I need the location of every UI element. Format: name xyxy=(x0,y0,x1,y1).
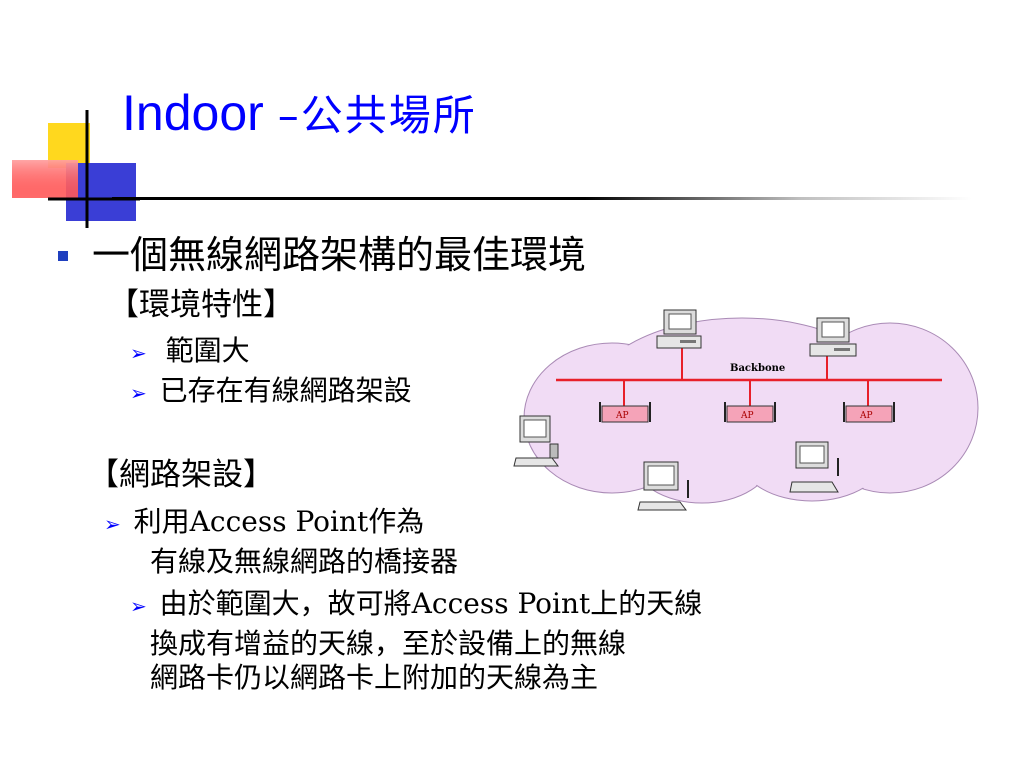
ap-label: AP xyxy=(859,411,873,421)
desktop-computer-icon xyxy=(656,309,702,349)
laptop-computer-icon xyxy=(789,441,839,493)
list-item: ➢ 範圍大 xyxy=(130,334,250,367)
network-diagram: Backbone AP AP AP xyxy=(513,309,979,511)
section-heading-environment: 【環境特性】 xyxy=(108,287,294,323)
laptop-computer-icon xyxy=(637,461,689,511)
arrow-bullet-icon: ➢ xyxy=(130,594,147,618)
backbone-label: Backbone xyxy=(730,363,785,374)
arrow-bullet-icon: ➢ xyxy=(130,381,147,405)
ap-label: AP xyxy=(740,411,754,421)
arrow-bullet-icon: ➢ xyxy=(130,341,147,365)
section-heading-setup: 【網路架設】 xyxy=(88,457,274,493)
bullet-main: 一個無線網路架構的最佳環境 xyxy=(92,233,587,277)
access-point-icon: AP xyxy=(599,402,651,423)
page-title: Indoor –公共場所 xyxy=(122,88,477,138)
access-point-icon: AP xyxy=(724,402,776,423)
ap-label: AP xyxy=(615,411,629,421)
title-english: Indoor xyxy=(122,85,264,141)
title-divider xyxy=(112,197,972,200)
title-chinese: –公共場所 xyxy=(277,91,477,140)
laptop-computer-icon xyxy=(513,415,559,467)
list-item-continuation: 有線及無線網路的橋接器 xyxy=(150,545,459,578)
list-item: ➢ 利用Access Point作為 xyxy=(104,505,425,538)
arrow-bullet-icon: ➢ xyxy=(104,512,121,536)
list-item-continuation: 換成有增益的天線，至於設備上的無線 xyxy=(150,627,627,660)
list-item: ➢ 由於範圍大，故可將Access Point上的天線 xyxy=(130,587,703,620)
desktop-computer-icon xyxy=(809,317,857,357)
access-point-icon: AP xyxy=(843,402,895,423)
list-item: ➢ 已存在有線網路架設 xyxy=(130,374,412,407)
list-item-continuation: 網路卡仍以網路卡上附加的天線為主 xyxy=(150,661,599,694)
square-bullet-icon xyxy=(58,251,68,261)
